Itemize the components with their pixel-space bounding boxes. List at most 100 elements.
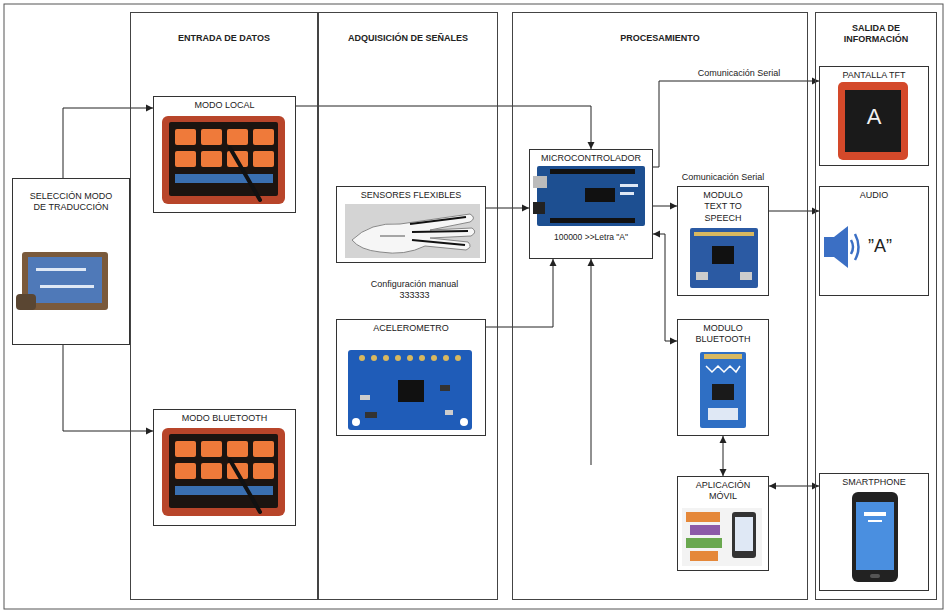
arduino-board bbox=[533, 166, 645, 226]
tts-board-part bbox=[694, 232, 754, 236]
speaker-icon-part bbox=[824, 237, 834, 257]
mode-box: MODO LOCAL bbox=[153, 96, 296, 213]
arduino-board-part bbox=[537, 166, 645, 226]
mode-box: MODO BLUETOOTH bbox=[153, 409, 296, 526]
smartphone-picture-part bbox=[852, 492, 898, 582]
box-text: ”A” bbox=[868, 235, 922, 258]
bluetooth-board-part bbox=[708, 408, 738, 420]
input-arrow bbox=[588, 259, 595, 465]
arduino-board-part bbox=[550, 169, 635, 174]
accelerometer-board-part bbox=[419, 355, 425, 361]
box-text: 100000 >>Letra "A" bbox=[530, 232, 652, 243]
arduino-board-part bbox=[550, 218, 635, 223]
smartphone-picture-part bbox=[868, 520, 882, 522]
connector-line bbox=[591, 259, 592, 465]
connector bbox=[720, 436, 727, 476]
tablet-picture-part bbox=[36, 268, 86, 271]
tts-board-part bbox=[740, 272, 752, 280]
app-box: APLICACIÓN MÓVIL bbox=[677, 476, 769, 571]
touchscreen-picture bbox=[162, 428, 285, 516]
accelerometer-board-part bbox=[440, 385, 450, 391]
connector-line bbox=[63, 345, 153, 431]
app-picture-part bbox=[732, 512, 756, 558]
connector bbox=[653, 231, 677, 345]
connector bbox=[63, 345, 153, 435]
output-box: AUDIO ”A” bbox=[819, 186, 929, 296]
accelerometer-board-part bbox=[431, 355, 437, 361]
connector bbox=[653, 78, 819, 168]
arduino-board-part bbox=[533, 176, 547, 188]
smartphone-picture-part bbox=[870, 574, 880, 578]
mode-selector-box: SELECCIÓN MODO DE TRADUCCIÓN bbox=[12, 178, 130, 345]
glove-picture-part bbox=[380, 236, 405, 237]
bluetooth-board-part bbox=[700, 352, 746, 428]
accelerometer-board-part bbox=[359, 355, 365, 361]
connector bbox=[769, 208, 819, 215]
edge-label: Comunicación Serial bbox=[680, 172, 767, 183]
arduino-board-part bbox=[620, 192, 634, 195]
accelerometer-board-part bbox=[371, 355, 377, 361]
app-picture bbox=[682, 508, 762, 566]
box-title: SMARTPHONE bbox=[820, 477, 928, 488]
connector-line bbox=[653, 81, 819, 167]
glove-picture-part bbox=[345, 204, 480, 258]
accelerometer-board-part bbox=[348, 350, 472, 430]
box-title: SALIDA DE INFORMACIÓN bbox=[826, 23, 926, 46]
arrowhead bbox=[670, 338, 677, 345]
connector-line bbox=[63, 108, 153, 178]
module-box: MODULO BLUETOOTH bbox=[677, 319, 769, 436]
speaker-icon bbox=[824, 226, 859, 268]
accelerometer-board-part bbox=[383, 355, 389, 361]
accelerometer-board-part bbox=[407, 355, 413, 361]
app-picture-part bbox=[690, 551, 718, 561]
box-title: AUDIO bbox=[820, 190, 928, 201]
outer-frame bbox=[4, 4, 943, 609]
output-column: SALIDA DE INFORMACIÓNPANTALLA TFTAAUDIO”… bbox=[815, 12, 937, 600]
edge-label: Comunicación Serial bbox=[696, 68, 783, 79]
box-title: APLICACIÓN MÓVIL bbox=[687, 480, 759, 503]
tft-screen-picture-part bbox=[845, 90, 901, 152]
bluetooth-board bbox=[700, 352, 746, 428]
box-title: ADQUISICIÓN DE SEÑALES bbox=[323, 33, 493, 44]
microcontroller-box: MICROCONTROLADOR100000 >>Letra "A" bbox=[529, 149, 653, 259]
acquisition-column: ADQUISICIÓN DE SEÑALES SENSORES FLEXIBLES… bbox=[318, 12, 498, 600]
speaker-icon-part bbox=[855, 234, 859, 260]
app-picture-part bbox=[682, 508, 762, 566]
glove-picture bbox=[345, 204, 480, 258]
arrowhead bbox=[522, 205, 529, 212]
box-title: SENSORES FLEXIBLES bbox=[337, 190, 485, 201]
bluetooth-board-part bbox=[704, 354, 742, 359]
arrowhead bbox=[720, 436, 727, 443]
accelerometer-board-part bbox=[365, 412, 377, 418]
box-title: SELECCIÓN MODO DE TRADUCCIÓN bbox=[26, 191, 116, 214]
arduino-board-part bbox=[620, 184, 638, 187]
speaker-icon-part bbox=[851, 240, 853, 254]
box-title: ACELEROMETRO bbox=[337, 323, 485, 334]
glove-picture-part bbox=[412, 240, 465, 245]
output-box: SMARTPHONE bbox=[819, 473, 929, 591]
bluetooth-board-part bbox=[706, 366, 740, 372]
touchscreen-picture bbox=[162, 116, 285, 204]
arrowhead bbox=[653, 231, 660, 238]
box-title: ENTRADA DE DATOS bbox=[139, 33, 309, 44]
box-title: PROCESAMIENTO bbox=[525, 33, 795, 44]
accelerometer-board-part bbox=[352, 418, 360, 426]
accelerometer-board-part bbox=[460, 418, 468, 426]
smartphone-picture-part bbox=[856, 502, 894, 570]
accelerometer-board-part bbox=[443, 355, 449, 361]
arrowhead bbox=[670, 203, 677, 210]
connector bbox=[296, 106, 595, 149]
smartphone-picture-part bbox=[864, 512, 886, 516]
connector bbox=[653, 203, 677, 210]
accelerometer-board-part bbox=[395, 355, 401, 361]
sensor-box: ACELEROMETRO bbox=[336, 319, 486, 436]
arrowhead bbox=[588, 259, 595, 266]
connector bbox=[769, 483, 819, 490]
connector-line bbox=[296, 106, 591, 149]
module-box: MODULO TEXT TO SPEECH bbox=[677, 186, 769, 296]
arrowhead bbox=[550, 259, 557, 266]
tablet-picture-part bbox=[28, 257, 102, 303]
glove-picture-part bbox=[410, 217, 466, 224]
